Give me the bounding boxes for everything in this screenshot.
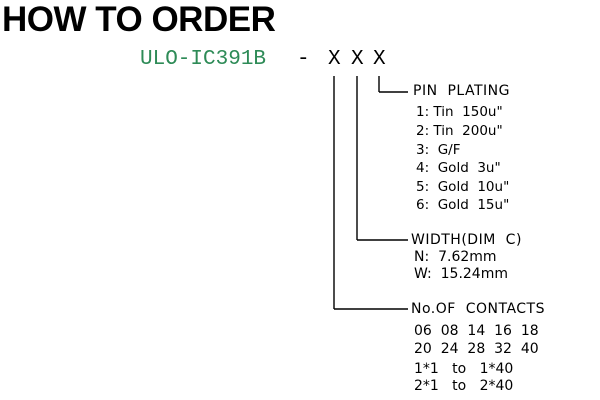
- contacts-row: 1*1 to 1*40: [414, 361, 514, 377]
- contacts-row: 20 24 28 32 40: [414, 341, 539, 357]
- width-code-placeholder: X: [351, 48, 364, 71]
- plating-option: 3: G/F: [416, 142, 461, 158]
- part-number: ULO-IC391B: [140, 48, 267, 71]
- contacts-heading: No.OF CONTACTS: [411, 301, 545, 317]
- plating-option: 2: Tin 200u": [416, 123, 503, 139]
- width-option: W: 15.24mm: [414, 266, 508, 282]
- plating-option: 4: Gold 3u": [416, 160, 501, 176]
- part-separator: -: [297, 48, 310, 71]
- page-title: HOW TO ORDER: [2, 0, 276, 39]
- width-heading: WIDTH(DIM C): [411, 232, 522, 248]
- plating-code-placeholder: X: [373, 48, 386, 71]
- plating-option: 5: Gold 10u": [416, 179, 510, 195]
- plating-option: 1: Tin 150u": [416, 104, 503, 120]
- plating-option: 6: Gold 15u": [416, 197, 510, 213]
- contacts-row: 06 08 14 16 18: [414, 323, 539, 339]
- contacts-row: 2*1 to 2*40: [414, 378, 514, 394]
- pin-plating-heading: PIN PLATING: [413, 83, 510, 99]
- contacts-code-placeholder: X: [328, 48, 341, 71]
- width-option: N: 7.62mm: [414, 249, 497, 265]
